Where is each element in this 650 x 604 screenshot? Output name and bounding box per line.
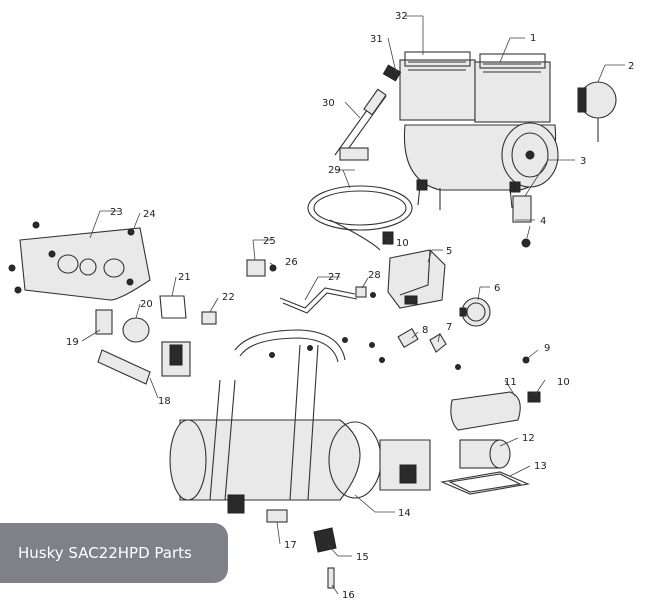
callout-20: 20: [140, 299, 153, 310]
callout-23: 23: [110, 207, 123, 218]
screw: [521, 238, 531, 248]
callout-21: 21: [178, 272, 191, 283]
air-tank: [169, 329, 431, 514]
coupler: [95, 309, 113, 335]
regulator-manifold: [97, 341, 191, 385]
rubber-foot: [512, 195, 532, 223]
callout-28: 28: [368, 270, 381, 281]
screw: [8, 264, 16, 272]
callout-10-drain: 10: [557, 377, 570, 388]
caption-banner: Husky SAC22HPD Parts: [0, 523, 228, 583]
tank-foot: [313, 527, 337, 553]
screw: [127, 228, 135, 236]
control-panel-plate: [19, 227, 151, 301]
callout-10-switch: 10: [396, 238, 409, 249]
callout-labels: 1 2 3 4 5 6 7 8 9 10 10 10 11 12 13 14 1…: [66, 11, 634, 601]
callout-14: 14: [398, 508, 411, 519]
callout-17: 17: [284, 540, 297, 551]
compressor-pump: [399, 51, 559, 210]
callout-16: 16: [342, 590, 355, 601]
callout-26: 26: [285, 257, 298, 268]
fitting: [201, 311, 217, 325]
caption-text: Husky SAC22HPD Parts: [18, 544, 192, 562]
screw: [522, 356, 530, 364]
callout-32: 32: [395, 11, 408, 22]
callout-8: 8: [422, 325, 428, 336]
callout-31: 31: [370, 34, 383, 45]
callout-29: 29: [328, 165, 341, 176]
callout-4: 4: [540, 216, 546, 227]
callout-24: 24: [143, 209, 156, 220]
callout-25: 25: [263, 236, 276, 247]
callout-6: 6: [494, 283, 500, 294]
screw: [32, 221, 40, 229]
callout-7: 7: [446, 322, 452, 333]
callout-5: 5: [446, 246, 452, 257]
callout-1: 1: [530, 33, 536, 44]
callout-12: 12: [522, 433, 535, 444]
pressure-gauge: [459, 297, 491, 327]
fitting: [382, 231, 394, 245]
fitting: [246, 259, 266, 277]
gasket: [440, 471, 530, 495]
safety-valve: [429, 333, 447, 353]
callout-13: 13: [534, 461, 547, 472]
callout-3: 3: [580, 156, 586, 167]
drain-valve: [527, 391, 541, 403]
air-filter: [577, 81, 617, 142]
callout-22: 22: [222, 292, 235, 303]
hose-fitting: [159, 295, 187, 319]
fitting: [397, 328, 419, 348]
fitting: [266, 509, 288, 523]
callout-2: 2: [628, 61, 634, 72]
callout-15: 15: [356, 552, 369, 563]
bolt: [327, 567, 335, 589]
callout-30: 30: [322, 98, 335, 109]
gauge: [122, 317, 150, 343]
leader-lines: [81, 15, 625, 595]
callout-18: 18: [158, 396, 171, 407]
end-cover: [450, 391, 521, 431]
callout-19: 19: [66, 337, 79, 348]
callout-27: 27: [328, 272, 341, 283]
callout-11: 11: [504, 377, 517, 388]
exploded-view-drawing: [8, 51, 617, 589]
callout-9: 9: [544, 343, 550, 354]
hose-assembly: [307, 185, 413, 251]
nut: [269, 264, 277, 272]
pressure-switch: [387, 249, 446, 309]
screw: [14, 286, 22, 294]
tank-end-cap: [459, 439, 511, 469]
connecting-tube: [279, 287, 358, 314]
elbow-fitting: [382, 64, 402, 82]
